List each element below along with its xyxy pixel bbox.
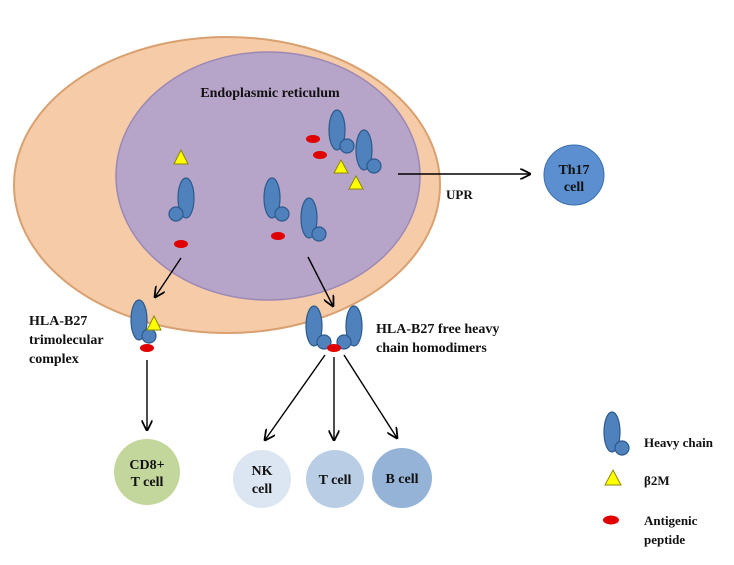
b2m-mark xyxy=(146,314,162,331)
cd8-t-cell xyxy=(114,439,180,505)
er-label: Endoplasmic reticulum xyxy=(200,86,340,101)
peptide-mark xyxy=(271,232,285,240)
legend-peptide-label: peptide xyxy=(644,532,685,547)
b2m-mark xyxy=(348,174,364,190)
nk-label: cell xyxy=(252,482,272,497)
t-cell xyxy=(306,450,364,508)
b2m-mark xyxy=(333,158,349,174)
bcell-label: B cell xyxy=(385,472,418,487)
trimolecular-label: trimolecular xyxy=(29,333,104,348)
arrow-er-homodimers xyxy=(307,256,333,306)
th17-label: Th17 xyxy=(558,163,589,178)
endoplasmic-reticulum xyxy=(115,51,421,301)
heavy-chain-group-left xyxy=(168,148,195,248)
b2m-mark xyxy=(173,148,189,165)
peptide-mark xyxy=(306,135,320,143)
trimolecular-label: complex xyxy=(29,352,79,367)
trimolecular-label: HLA-B27 xyxy=(29,314,87,329)
peptide-mark xyxy=(140,344,154,352)
homodimer-label: HLA-B27 free heavy xyxy=(376,322,499,337)
free-heavy-chain-homodimer xyxy=(305,305,363,352)
nk-label: NK xyxy=(252,464,273,479)
arrow-to-bcell xyxy=(343,354,397,438)
trimolecular-complex xyxy=(130,299,162,352)
b-cell xyxy=(372,448,432,508)
th17-cell xyxy=(543,144,605,206)
peptide-mark xyxy=(174,240,188,248)
tcell-label: T cell xyxy=(319,473,352,488)
cd8-label: T cell xyxy=(131,475,164,490)
nk-cell xyxy=(233,450,291,508)
homodimer-label: chain homodimers xyxy=(376,341,487,356)
peptide-mark xyxy=(327,344,341,352)
upr-label: UPR xyxy=(446,187,473,202)
legend-peptide-label: Antigenic xyxy=(644,513,698,528)
heavy-chain-group-upr xyxy=(306,109,382,190)
legend: Heavy chain β2M Antigenic peptide xyxy=(603,411,714,547)
legend-heavy-chain-label: Heavy chain xyxy=(644,435,714,450)
heavy-chain-group-middle xyxy=(263,177,327,242)
th17-label: cell xyxy=(564,180,584,195)
arrow-to-nk xyxy=(265,354,326,440)
legend-heavy-chain-icon xyxy=(603,411,630,456)
legend-b2m-icon xyxy=(604,468,622,486)
peptide-mark xyxy=(313,151,327,159)
arrow-er-trimolecular xyxy=(155,257,182,297)
cd8-label: CD8+ xyxy=(129,458,164,473)
legend-peptide-icon xyxy=(603,515,619,525)
legend-b2m-label: β2M xyxy=(644,473,670,488)
